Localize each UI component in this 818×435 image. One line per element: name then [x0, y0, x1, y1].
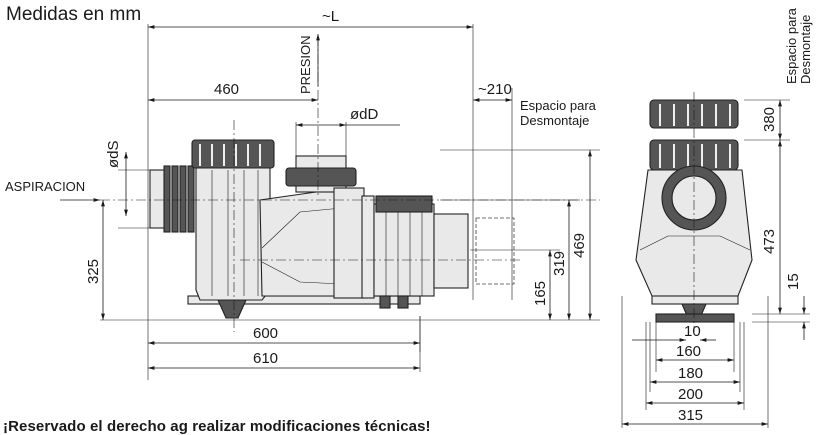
dim-319: 319 — [551, 251, 568, 276]
dim-200: 200 — [678, 386, 703, 403]
dim-325: 325 — [85, 259, 102, 284]
drain-plug — [217, 299, 247, 319]
dim-610: 610 — [253, 350, 278, 367]
front-extension-lines — [100, 24, 600, 380]
discharge-direction: PRESION — [298, 34, 320, 94]
page-title: Medidas en mm — [6, 4, 142, 25]
side-foot — [655, 313, 735, 323]
suction-ribs — [163, 165, 195, 233]
side-disassembly-line-1: Espacio para — [784, 7, 799, 84]
disassembly-note-front: Espacio para Desmontaje — [520, 98, 597, 128]
disassembly-label-line-1: Espacio para — [520, 98, 597, 113]
dim-15: 15 — [785, 273, 802, 290]
suction-direction: ASPIRACION — [5, 179, 100, 202]
dim-469: 469 — [571, 233, 588, 258]
dim-165: 165 — [532, 281, 549, 306]
disassembly-envelope — [475, 217, 515, 285]
pump-front-view — [149, 139, 515, 319]
dim-overall-length: ~L — [322, 8, 339, 25]
discharge-union — [285, 167, 357, 187]
strainer-housing — [195, 167, 271, 301]
strainer-lid — [191, 139, 275, 169]
motor-housing — [373, 203, 435, 297]
front-dimensions: ~L 460 ~210 ødD ødS 325 165 319 469 600 … — [85, 8, 592, 370]
side-disassembly-line-2: Desmontaje — [798, 15, 813, 84]
pressure-label: PRESION — [298, 35, 313, 94]
seal-flange — [333, 187, 365, 299]
motor-end-cap — [433, 213, 469, 289]
dim-473: 473 — [761, 229, 778, 254]
dim-600: 600 — [253, 325, 278, 342]
dim-clearance: ~210 — [478, 81, 512, 98]
suction-label: ASPIRACION — [5, 179, 85, 194]
dim-160: 160 — [676, 343, 701, 360]
dim-380: 380 — [761, 107, 778, 132]
dim-315: 315 — [678, 407, 703, 424]
dim-180: 180 — [678, 365, 703, 382]
side-dimensions: 380 473 15 10 160 180 200 315 — [622, 100, 806, 426]
pump-volute — [259, 189, 346, 297]
dim-460: 460 — [214, 81, 239, 98]
dim-discharge-diameter: ødD — [350, 106, 379, 123]
footer-disclaimer: ¡Reservado el derecho ag realizar modifi… — [3, 418, 431, 435]
dim-suction-diameter: ødS — [105, 140, 122, 168]
disassembly-label-line-2: Desmontaje — [520, 113, 589, 128]
disassembly-note-side: Espacio para Desmontaje — [784, 7, 813, 84]
dim-10: 10 — [684, 323, 701, 340]
terminal-box — [375, 195, 433, 213]
